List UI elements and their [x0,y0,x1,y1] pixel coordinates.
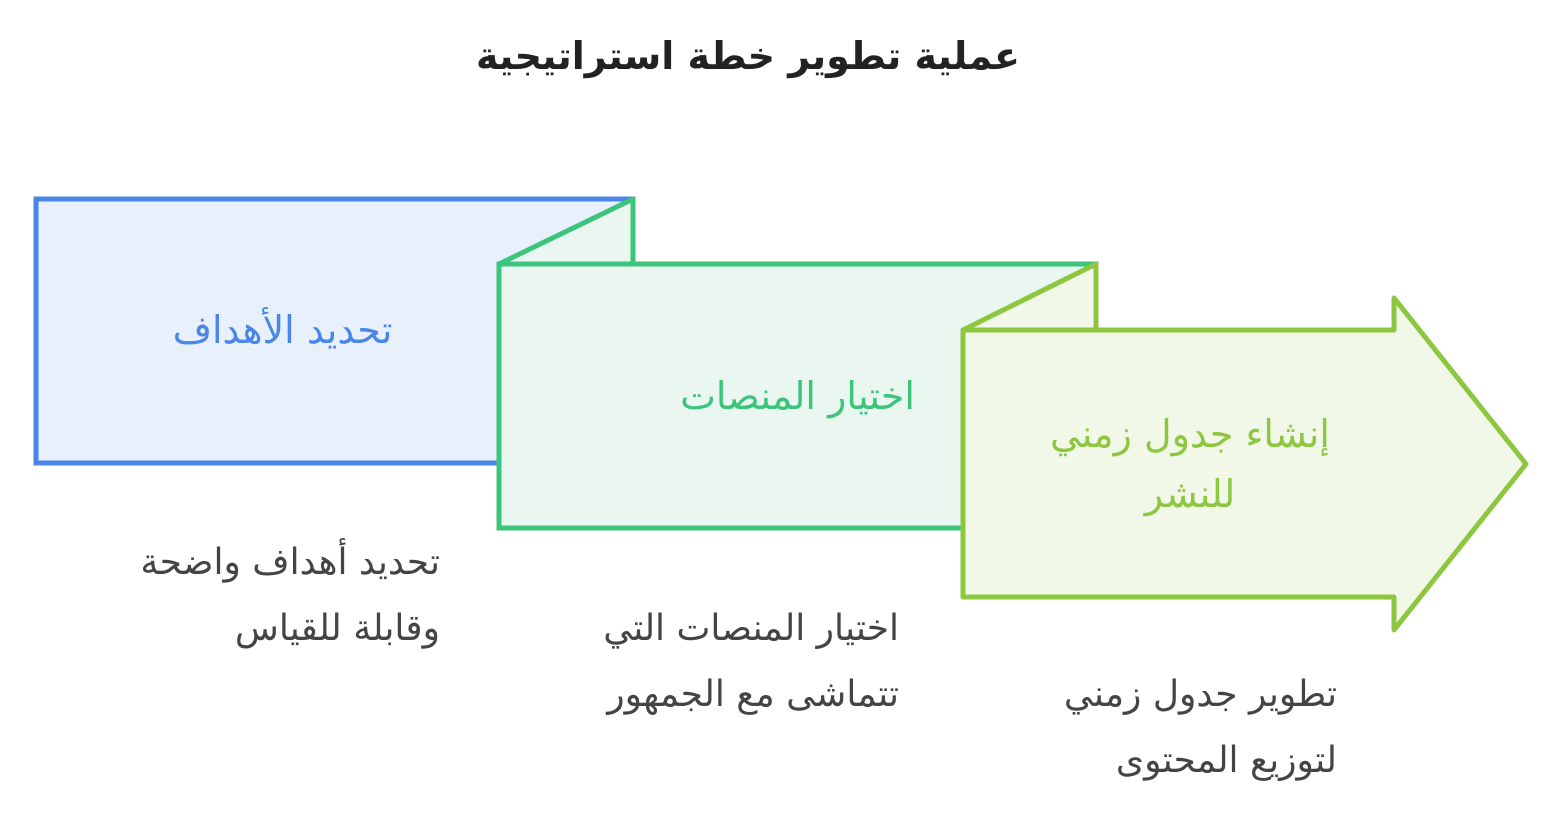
stage-1-description: تحديد أهداف واضحة وقابلة للقياس [140,542,440,649]
stage-3-arrow-shape [960,295,1529,633]
stage-2-label: اختيار المنصات [680,374,915,418]
stage-1-label: تحديد الأهداف [172,308,393,352]
stage-2-description: اختيار المنصات التي تتماشى مع الجمهور [603,608,899,715]
stage-3-description: تطوير جدول زمني لتوزيع المحتوى [1063,674,1337,781]
diagram-title: عملية تطوير خطة استراتيجية [476,34,1020,78]
stage-3-label: إنشاء جدول زمني للنشر [1050,412,1330,516]
